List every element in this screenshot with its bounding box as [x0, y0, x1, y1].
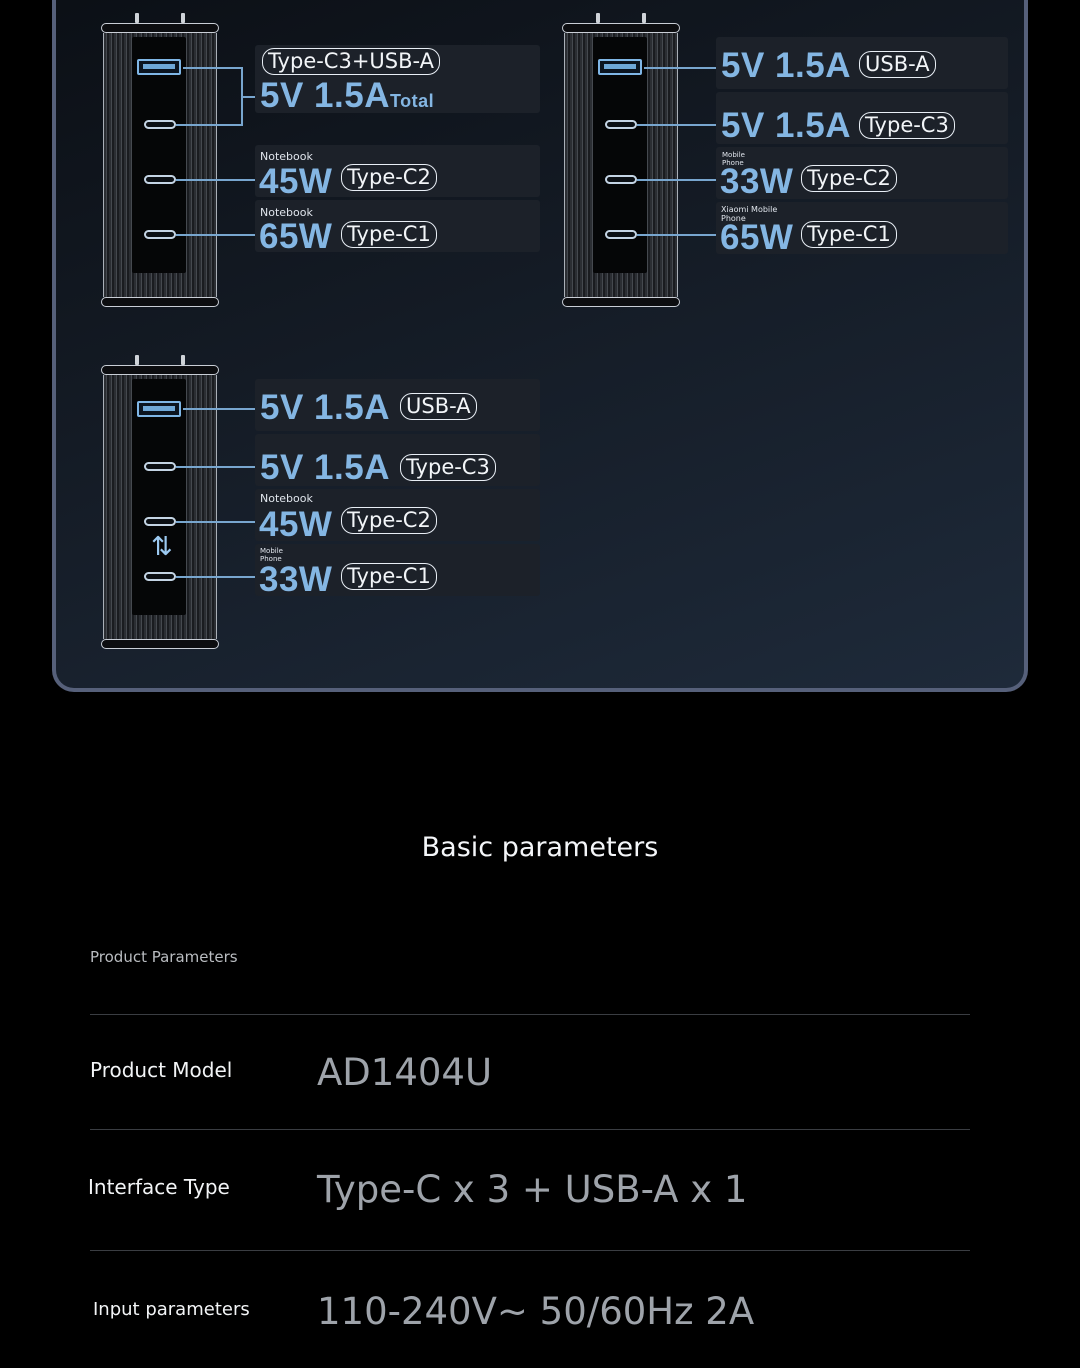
param-value-input-parameters: 110-240V~ 50/60Hz 2A	[317, 1290, 755, 1333]
divider	[90, 1129, 970, 1130]
plug-prong-icon	[596, 13, 600, 23]
device-caption: Mobile Phone	[722, 151, 745, 167]
connector-line	[176, 179, 255, 181]
port-label-card: 5V 1.5A USB-A	[255, 379, 540, 431]
usb-c-port-icon	[605, 175, 637, 184]
swap-arrows-icon: ⇅	[151, 532, 173, 562]
usb-c-port-icon	[144, 120, 176, 129]
usb-a-port-icon	[598, 59, 642, 75]
connector-line	[637, 124, 716, 126]
port-tag: Type-C2	[341, 507, 437, 534]
usb-c-port-icon	[605, 230, 637, 239]
param-name-interface-type: Interface Type	[88, 1175, 230, 1199]
charging-configurations: Type-C3+USB-A 5V 1.5ATotal Notebook 45W …	[101, 13, 1008, 651]
plug-prong-icon	[181, 355, 185, 365]
connector-line	[176, 234, 255, 236]
plug-prong-icon	[642, 13, 646, 23]
section-heading: Basic parameters	[421, 832, 659, 863]
port-tag: Type-C3+USB-A	[262, 48, 441, 75]
param-value-product-model: AD1404U	[317, 1051, 493, 1094]
device-caption: Notebook	[260, 150, 313, 163]
port-tag: USB-A	[859, 51, 936, 78]
connector-line	[241, 67, 243, 126]
divider	[90, 1014, 970, 1015]
usb-c-port-icon	[144, 517, 176, 526]
port-tag: Type-C2	[341, 164, 437, 191]
charger-device-3: ⇅	[101, 355, 219, 651]
output-value: 5V 1.5A	[260, 76, 390, 115]
port-label-card: Notebook 45W Type-C2	[255, 145, 540, 201]
usb-c-port-icon	[144, 175, 176, 184]
usb-c-port-icon	[144, 230, 176, 239]
port-label-card: Type-C3+USB-A 5V 1.5ATotal	[255, 45, 540, 115]
output-value: 33W	[259, 560, 333, 599]
connector-line	[176, 124, 243, 126]
port-tag: Type-C1	[801, 221, 897, 248]
port-tag: Type-C2	[801, 165, 897, 192]
usb-c-port-icon	[144, 462, 176, 471]
plug-prong-icon	[135, 355, 139, 365]
port-tag: Type-C3	[859, 112, 955, 139]
output-value: 33W	[720, 162, 794, 201]
port-tag: Type-C3	[400, 454, 496, 481]
usb-a-port-icon	[137, 401, 181, 417]
port-tag: USB-A	[400, 393, 477, 420]
connector-line	[637, 234, 716, 236]
output-value: 5V 1.5A	[721, 46, 851, 85]
param-name-input-parameters: Input parameters	[93, 1299, 250, 1320]
usb-c-port-icon	[144, 572, 176, 581]
charger-device-1	[101, 13, 219, 309]
device-caption: Xiaomi Mobile Phone	[721, 205, 778, 223]
output-value: 5V 1.5A	[260, 448, 390, 487]
charger-device-2	[562, 13, 680, 309]
port-label-card: Xiaomi Mobile Phone 65W Type-C1	[716, 202, 1008, 257]
output-value: 65W	[720, 218, 794, 257]
port-label-card: Notebook 45W Type-C2	[255, 489, 540, 544]
port-tag: Type-C1	[341, 221, 437, 248]
usb-c-port-icon	[605, 120, 637, 129]
section-subheading: Product Parameters	[90, 948, 238, 966]
connector-line	[176, 521, 255, 523]
device-caption: Notebook	[260, 492, 313, 505]
usb-a-port-icon	[137, 59, 181, 75]
connector-line	[637, 179, 716, 181]
connector-line	[644, 67, 716, 69]
connector-line	[243, 96, 255, 98]
port-label-card: Mobile Phone 33W Type-C2	[716, 147, 1008, 201]
connector-line	[176, 576, 255, 578]
connector-line	[183, 408, 255, 410]
port-label-card: 5V 1.5A USB-A	[716, 37, 1008, 89]
connector-line	[183, 67, 243, 69]
port-tag: Type-C1	[341, 563, 437, 590]
output-value: 45W	[259, 162, 333, 201]
param-name-product-model: Product Model	[90, 1058, 233, 1082]
output-value: 5V 1.5A	[260, 388, 390, 427]
port-label-card: 5V 1.5A Type-C3	[716, 92, 1008, 144]
plug-prong-icon	[181, 13, 185, 23]
output-value: 5V 1.5A	[721, 106, 851, 145]
device-caption: Mobile Phone	[260, 547, 283, 563]
port-label-card: 5V 1.5A Type-C3	[255, 434, 540, 486]
device-caption: Notebook	[260, 206, 313, 219]
output-value: 65W	[259, 217, 333, 256]
param-value-interface-type: Type-C x 3 + USB-A x 1	[317, 1168, 748, 1211]
output-value: 45W	[259, 505, 333, 544]
port-label-card: Notebook 65W Type-C1	[255, 200, 540, 256]
connector-line	[176, 466, 255, 468]
port-label-card: Mobile Phone 33W Type-C1	[255, 544, 540, 599]
total-suffix: Total	[389, 91, 435, 111]
divider	[90, 1250, 970, 1251]
plug-prong-icon	[135, 13, 139, 23]
